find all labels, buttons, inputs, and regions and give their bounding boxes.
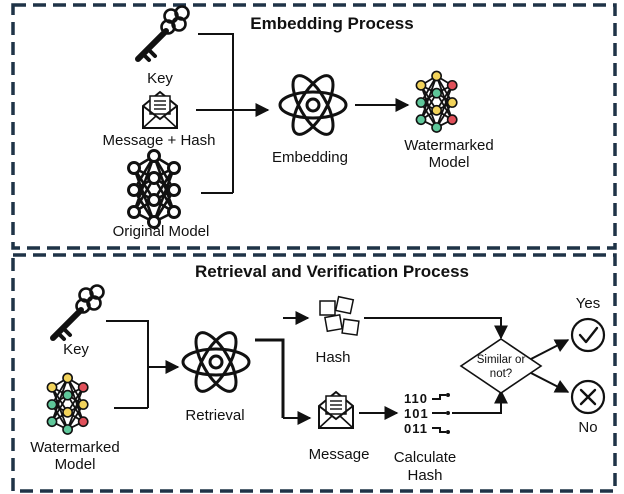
embedding-panel — [11, 3, 617, 250]
key-icon — [53, 286, 104, 340]
yes-label: Yes — [576, 295, 600, 312]
embedding-title: Embedding Process — [250, 14, 413, 33]
network-node — [167, 183, 181, 197]
key-icon — [138, 7, 189, 61]
embedding-label: Embedding — [272, 149, 348, 166]
network-edge — [420, 75, 438, 120]
network-node — [127, 161, 141, 175]
network-node — [167, 161, 181, 175]
hash-to-decision-arrow — [364, 317, 508, 340]
calculate-label-1: Calculate — [394, 449, 457, 466]
embedding-key-label: Key — [147, 70, 173, 87]
embedding-message-label: Message + Hash — [103, 132, 216, 149]
neural-network-icon — [127, 149, 181, 229]
network-node — [62, 406, 73, 418]
network-node — [77, 399, 89, 410]
network-edge — [132, 155, 156, 213]
network-node — [431, 104, 442, 116]
network-node — [77, 381, 89, 393]
network-node — [431, 87, 442, 99]
cross-circle-icon — [570, 379, 606, 415]
envelope-icon — [318, 391, 354, 429]
network-node — [147, 171, 161, 185]
network-node — [46, 416, 58, 428]
no-arrow — [530, 372, 570, 393]
network-node — [62, 389, 73, 401]
network-node — [147, 149, 161, 163]
retrieval-label: Retrieval — [185, 407, 244, 424]
decision-label-2: not? — [490, 368, 512, 380]
watermarked-label-2: Model — [429, 154, 470, 171]
retrieval-watermarked-label-1: Watermarked — [30, 439, 119, 456]
network-node — [446, 114, 458, 126]
check-circle-icon — [570, 317, 606, 353]
key-connector — [198, 33, 234, 193]
binary-row-3: 011 — [404, 421, 428, 436]
network-node — [77, 416, 89, 428]
network-edge — [152, 167, 176, 223]
decision-diamond — [459, 338, 543, 394]
binary-row-1: 110 — [404, 391, 428, 406]
network-node — [431, 122, 442, 133]
network-node — [415, 114, 427, 126]
network-node — [167, 205, 181, 219]
yes-arrow — [530, 339, 570, 360]
original-model-label: Original Model — [113, 223, 210, 240]
atom-icon — [181, 325, 251, 399]
retrieval-key-label: Key — [63, 341, 89, 358]
binary-hash-icon: 110 101 011 — [404, 391, 450, 436]
network-node — [415, 97, 427, 108]
watermarked-network-icon — [415, 70, 458, 133]
watermarked-label-1: Watermarked — [404, 137, 493, 154]
network-node — [431, 70, 442, 82]
network-node — [62, 424, 73, 435]
retrieval-title: Retrieval and Verification Process — [195, 262, 469, 281]
retrieval-panel — [11, 253, 617, 493]
documents-icon — [319, 295, 360, 336]
binary-row-2: 101 — [404, 406, 429, 421]
calc-to-decision-arrow — [452, 389, 508, 414]
network-edge — [51, 377, 69, 422]
atom-icon — [278, 68, 348, 142]
retrieval-key-connector — [106, 320, 149, 408]
hash-label: Hash — [315, 349, 350, 366]
retrieval-watermarked-label-2: Model — [55, 456, 96, 473]
network-node — [46, 399, 58, 410]
network-node — [446, 97, 458, 108]
calculate-label-2: Hash — [407, 467, 442, 484]
network-node — [446, 79, 458, 91]
network-node — [62, 372, 73, 384]
message-label: Message — [309, 446, 370, 463]
network-node — [147, 215, 161, 229]
network-edge — [435, 85, 454, 128]
network-node — [127, 183, 141, 197]
network-node — [415, 79, 427, 91]
network-node — [127, 205, 141, 219]
network-node — [147, 193, 161, 207]
retrieval-branch — [255, 338, 285, 418]
watermarked-network-icon — [46, 372, 89, 435]
network-node — [46, 381, 58, 393]
no-label: No — [578, 419, 597, 436]
decision-label-1: Similar or — [477, 354, 526, 366]
network-edge — [66, 387, 85, 430]
envelope-icon — [142, 91, 178, 129]
